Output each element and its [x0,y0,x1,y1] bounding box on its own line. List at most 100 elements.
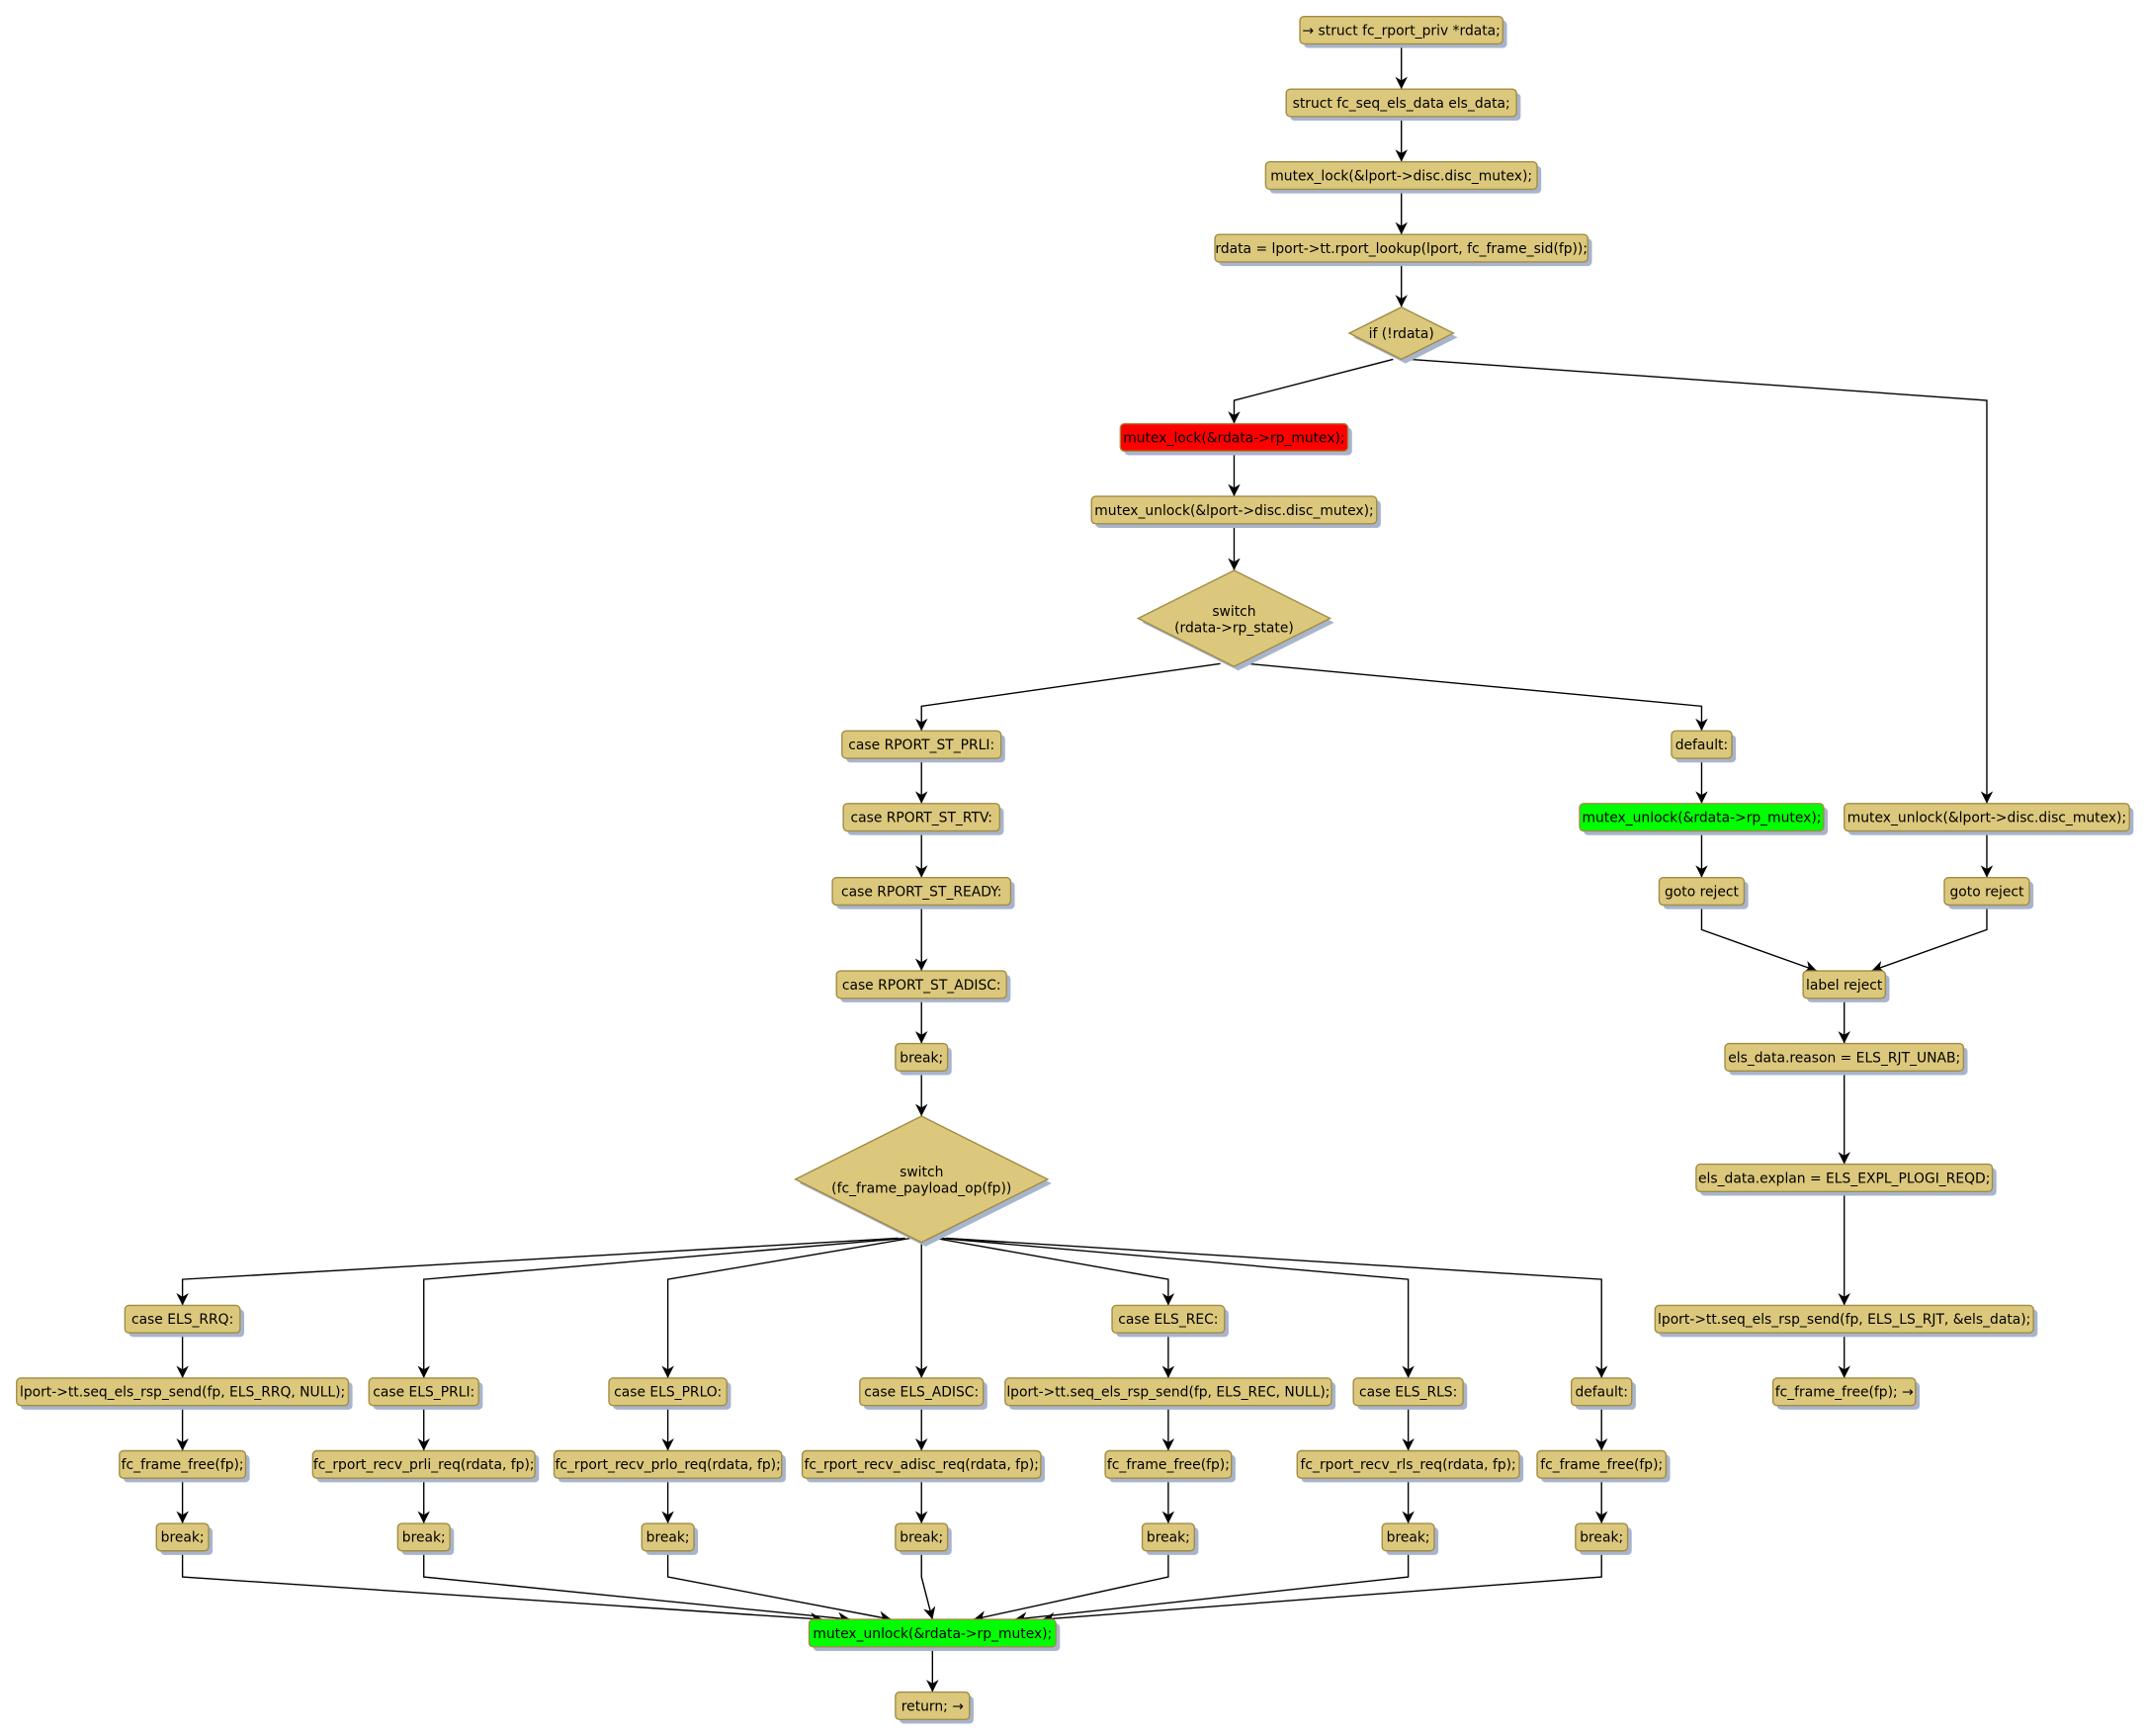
node-box [1141,1522,1195,1552]
node-box [553,1449,783,1479]
node-label: fc_frame_free(fp); [122,1457,244,1473]
node-box [1004,1377,1332,1407]
node-box [859,1377,985,1407]
node-box [1104,1449,1233,1479]
node-label: default: [1675,738,1728,753]
node-label: fc_frame_free(fp); [1107,1457,1230,1473]
node-label: mutex_unlock(&lport->disc.disc_mutex); [1847,811,2126,826]
node-label: fc_frame_free(fp); → [1775,1385,1914,1401]
action-node: case ELS_PRLI: [368,1377,483,1410]
node-label: case RPORT_ST_ADISC: [842,978,1001,994]
action-node: mutex_lock(&lport->disc.disc_mutex); [1264,160,1542,194]
node-label: case RPORT_ST_READY: [841,884,1001,900]
action-node: lport->tt.seq_els_rsp_send(fp, ELS_RRQ, … [16,1377,353,1410]
action-node: mutex_unlock(&rdata->rp_mutex); [1579,803,1829,835]
flow-arrow [1409,358,1994,804]
node-box [1285,88,1517,118]
flow-arrow [1247,662,1708,732]
action-node: els_data.reason = ELS_RJT_UNAB; [1724,1042,1968,1076]
action-node: break; [155,1522,214,1555]
node-label: break; [1580,1530,1623,1546]
node-box [311,1449,536,1479]
node-label: goto reject [1949,884,2024,900]
flow-arrow [666,1550,892,1623]
node-box [895,1042,949,1072]
action-node: case ELS_RRQ: [124,1304,245,1338]
action-node: goto reject [1943,877,2034,910]
node-label: break; [900,1530,943,1546]
node-label: fc_frame_free(fp); [1540,1457,1663,1473]
node-box [608,1377,728,1407]
flow-arrow [1871,905,1988,973]
node-box [895,1522,949,1552]
node-box [1352,1377,1464,1407]
node-label: rdata = lport->tt.rport_lookup(lport, fc… [1215,241,1588,257]
node-label: case ELS_RRQ: [131,1312,233,1328]
node-label: mutex_lock(&lport->disc.disc_mutex); [1270,168,1532,184]
node-box [808,1618,1057,1648]
node-box [1771,1377,1917,1407]
flow-arrow [176,1237,899,1306]
action-node: break; [895,1042,952,1076]
node-label: return; → [901,1698,964,1714]
node-box [1724,1042,1965,1072]
action-node: rdata = lport->tt.rport_lookup(lport, fc… [1214,233,1592,267]
action-node: fc_rport_recv_rls_req(rdata, fp); [1296,1449,1524,1483]
node-box [1943,877,2030,907]
node-label: fc_rport_recv_prli_req(rdata, fp); [313,1457,535,1473]
node-box [1579,803,1825,832]
action-node: case RPORT_ST_READY: [831,877,1015,910]
action-node: break; [1575,1522,1632,1555]
flow-arrow [934,1237,1175,1306]
action-node: goto reject [1658,877,1749,910]
action-node: fc_frame_free(fp); [1536,1449,1671,1483]
node-box [1844,803,2130,832]
flow-arrow [1014,1550,1410,1624]
node-label: fc_rport_recv_rls_req(rdata, fp); [1301,1457,1516,1473]
node-label: → struct fc_rport_priv *rdata; [1303,23,1501,39]
node-box [1299,15,1504,45]
flow-arrow [914,662,1221,732]
action-node: els_data.explan = ELS_EXPL_PLOGI_REQD; [1695,1163,1997,1196]
node-box [155,1522,210,1552]
node-box [1575,1522,1629,1552]
action-node: return; → [895,1691,974,1724]
action-node: lport->tt.seq_els_rsp_send(fp, ELS_LS_RJ… [1654,1304,2038,1338]
action-node: default: [1570,1377,1636,1410]
node-label: break; [1147,1530,1190,1546]
node-label: goto reject [1665,884,1740,900]
action-node: mutex_unlock(&rdata->rp_mutex); [808,1618,1061,1652]
node-box [124,1304,241,1334]
action-node: break; [641,1522,699,1555]
node-label: break; [402,1530,446,1546]
node-label: switch [1212,604,1255,620]
flow-arrow [940,1237,1415,1378]
decision-diamond [794,1115,1050,1244]
action-node: fc_frame_free(fp); [119,1449,250,1483]
node-label: default: [1575,1385,1627,1401]
node-box [1214,233,1589,263]
node-box [1570,1377,1633,1407]
decision-node: switch(fc_frame_payload_op(fp)) [794,1115,1053,1247]
node-label: fc_rport_recv_adisc_req(rdata, fp); [805,1457,1039,1473]
decision-diamond [1136,569,1332,667]
action-node: default: [1671,730,1737,763]
action-node: case ELS_ADISC: [859,1377,987,1410]
action-node: struct fc_seq_els_data els_data; [1285,88,1521,122]
node-box [1381,1522,1435,1552]
action-node: break; [396,1522,455,1555]
action-node: break; [1381,1522,1439,1555]
node-label: els_data.explan = ELS_EXPL_PLOGI_REQD; [1698,1171,1990,1186]
node-box [1671,730,1733,759]
action-node: break; [895,1522,952,1555]
node-label: struct fc_seq_els_data els_data; [1293,96,1510,112]
node-label: lport->tt.seq_els_rsp_send(fp, ELS_REC, … [1006,1385,1330,1401]
node-label: mutex_unlock(&rdata->rp_mutex); [1583,811,1822,826]
action-node: mutex_lock(&rdata->rp_mutex); [1119,422,1352,456]
node-box [1090,495,1378,525]
decision-node: if (!rdata) [1347,305,1458,364]
node-label: mutex_unlock(&lport->disc.disc_mutex); [1094,503,1373,519]
node-box [641,1522,695,1552]
node-label: case ELS_REC: [1118,1312,1218,1328]
